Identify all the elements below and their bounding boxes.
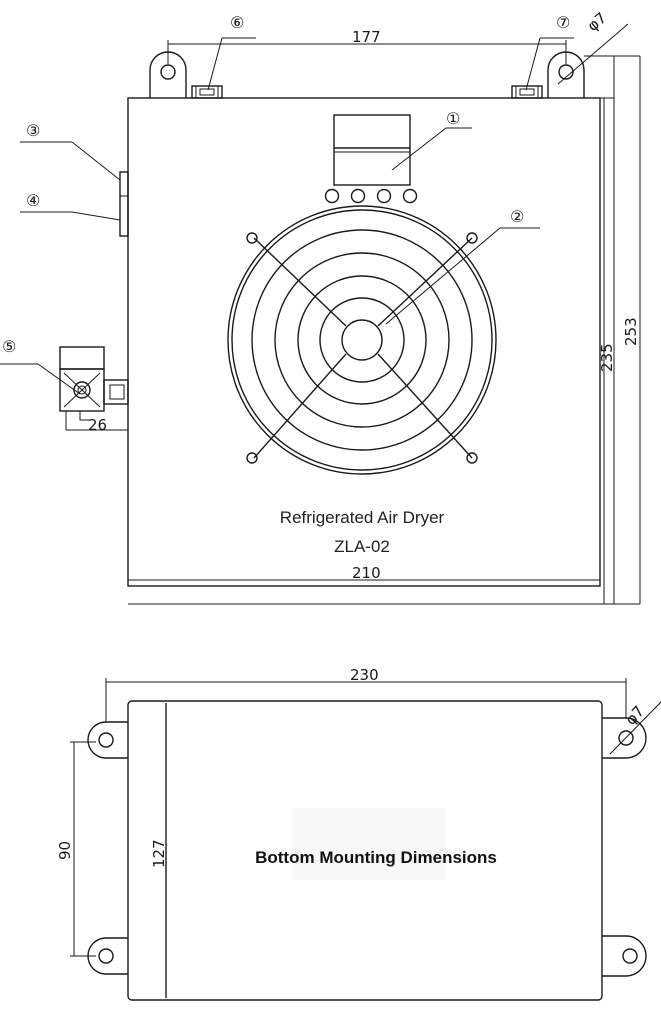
control-buttons <box>324 188 418 204</box>
callout-7: ⑦ <box>556 13 570 32</box>
fan-guard <box>227 205 497 475</box>
callout-5: ⑤ <box>2 337 16 356</box>
bottom-view: 230 φ7 90 127 Bottom Mounting Dimensions <box>56 666 661 1001</box>
bottom-ear-bottom-right <box>602 935 647 977</box>
title-backdrop <box>292 808 446 880</box>
bottom-ear-top-right <box>602 717 647 759</box>
dim-253: 253 <box>622 317 640 346</box>
dim-127: 127 <box>150 839 168 868</box>
dim-235: 235 <box>598 343 616 372</box>
dim-177: 177 <box>352 28 381 46</box>
bottom-dimension-lines <box>70 678 661 957</box>
fitting-6 <box>191 85 223 99</box>
side-switch <box>119 171 129 237</box>
dim-phi7-top: φ7 <box>584 9 610 35</box>
callout-2: ② <box>510 207 524 226</box>
dim-90: 90 <box>56 841 74 860</box>
dim-26: 26 <box>88 416 107 434</box>
callout-4: ④ <box>26 191 40 210</box>
front-dimension-lines <box>128 40 641 605</box>
housing-outline <box>127 97 601 587</box>
bottom-ear-top-left <box>87 721 128 759</box>
callout-6: ⑥ <box>230 13 244 32</box>
product-name-label: Refrigerated Air Dryer <box>280 508 445 527</box>
bottom-housing-outline <box>127 700 603 1001</box>
front-view: ① ② ③ ④ ⑤ ⑥ ⑦ 177 φ7 235 253 210 26 <box>0 9 641 605</box>
model-number-label: ZLA-02 <box>334 537 390 556</box>
bottom-view-title: Bottom Mounting Dimensions <box>255 848 497 867</box>
dim-210: 210 <box>352 564 381 582</box>
drain-fitting-5 <box>59 346 129 431</box>
display-panel <box>333 114 411 186</box>
callout-leaders <box>0 23 629 395</box>
callout-1: ① <box>446 109 460 128</box>
callout-3: ③ <box>26 121 40 140</box>
dim-230: 230 <box>350 666 379 684</box>
